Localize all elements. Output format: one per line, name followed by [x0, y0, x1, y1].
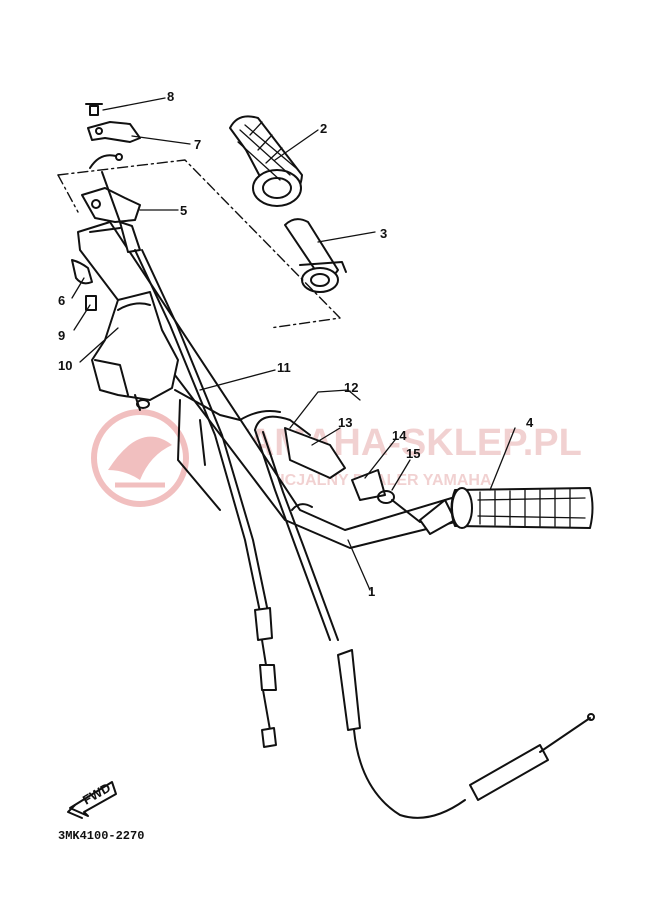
- callout-labels: 8 7 2 5 3 6 9 10 11 12 13 4 14 15 1: [58, 89, 534, 599]
- callout-5: 5: [180, 203, 187, 218]
- right-grip: [450, 487, 594, 529]
- handlebar: [77, 221, 456, 549]
- throttle-cap-assembly: [71, 103, 141, 311]
- callout-10: 10: [58, 358, 72, 373]
- leader-lines: [71, 97, 516, 591]
- callout-15: 15: [406, 446, 420, 461]
- part-code: 3MK4100-2270: [58, 829, 144, 843]
- callout-3: 3: [380, 226, 387, 241]
- left-grip: [229, 115, 303, 207]
- throttle-housing: [91, 291, 179, 411]
- callout-12: 12: [344, 380, 358, 395]
- throttle-tube: [284, 218, 347, 293]
- forward-arrow: [67, 781, 117, 819]
- clutch-cable: [254, 415, 595, 819]
- callout-13: 13: [338, 415, 352, 430]
- callout-14: 14: [392, 428, 407, 443]
- callout-1: 1: [368, 584, 375, 599]
- callout-9: 9: [58, 328, 65, 343]
- callout-4: 4: [526, 415, 534, 430]
- callout-8: 8: [167, 89, 174, 104]
- callout-6: 6: [58, 293, 65, 308]
- callout-7: 7: [194, 137, 201, 152]
- callout-2: 2: [320, 121, 327, 136]
- throttle-cable: [89, 153, 277, 748]
- watermark-logo: [91, 409, 189, 507]
- group-outline: [57, 159, 341, 329]
- callout-11: 11: [277, 360, 291, 375]
